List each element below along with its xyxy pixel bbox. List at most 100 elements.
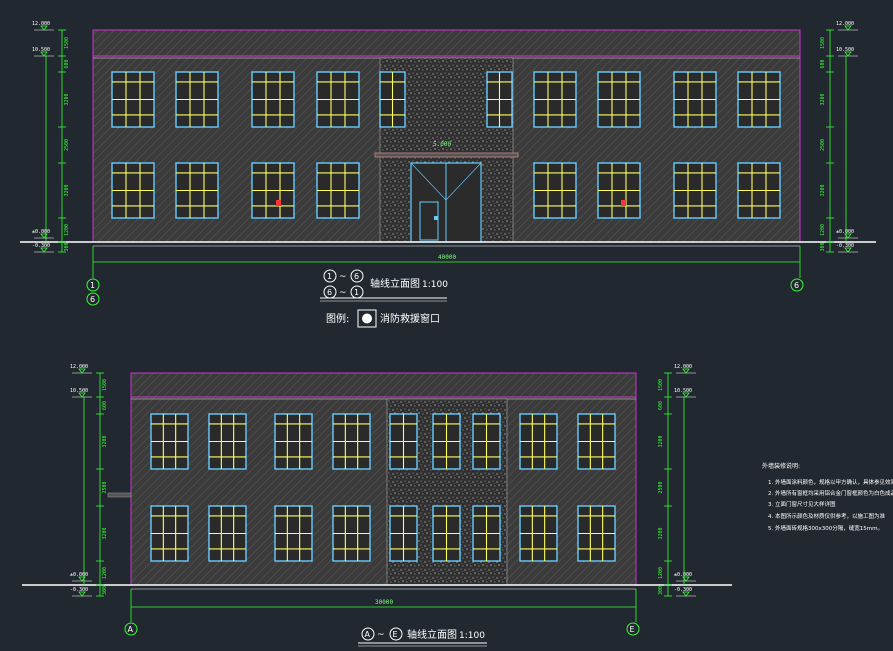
note-item: 4. 本图所示颜色及材质仅供参考，以施工图为准 (768, 512, 885, 520)
window (519, 505, 558, 562)
level-mark: 12.000 (32, 21, 50, 27)
parapet-band (130, 372, 637, 398)
dim-stack-left-2: 1500600320025003200120030012.00010.500±0… (70, 364, 108, 597)
dim-value: 2500 (820, 139, 826, 151)
window (150, 505, 189, 562)
level-mark: 12.000 (70, 364, 88, 370)
svg-text:~: ~ (339, 272, 347, 282)
drawing-title-2: A ~ E 轴线立面图 1:100 (358, 627, 487, 647)
dim-stack-left-1: 1500600320025003200120030012.00010.500±0… (32, 21, 70, 253)
level-mark: 10.500 (674, 388, 692, 394)
window (737, 71, 781, 128)
window (316, 162, 360, 219)
level-mark: -0.300 (32, 243, 50, 249)
wall-finish-notes: 外墙装修说明: 1. 外墙面涂料颜色，规格以甲方确认，具体参见效果图 2. 外墙… (762, 462, 893, 532)
dim-value: 3200 (820, 93, 826, 105)
axis-label-left-top: 1 (90, 281, 95, 290)
level-mark: -0.300 (836, 243, 854, 249)
window (379, 71, 406, 128)
dim-value: 3200 (658, 527, 664, 539)
dim-value: 600 (102, 401, 108, 410)
window (175, 162, 219, 219)
window (577, 505, 616, 562)
dim-value: 3200 (64, 184, 70, 196)
window (389, 413, 418, 470)
dim-value: 1500 (64, 37, 70, 49)
axis-label-left-bottom: 6 (90, 295, 95, 304)
window (332, 505, 371, 562)
dim-value: 600 (64, 59, 70, 68)
dim-value: 1500 (102, 379, 108, 391)
axis-label-right: 6 (794, 281, 799, 290)
svg-text:~: ~ (339, 288, 347, 298)
rescue-window-marker (276, 200, 281, 206)
window (150, 413, 189, 470)
dim-value: 300 (64, 242, 70, 251)
title-text: 轴线立面图 (370, 277, 420, 290)
elevation-2: 30000 A E A ~ E 轴线立面图 1:100 (22, 372, 732, 647)
window (208, 505, 247, 562)
svg-text:6: 6 (354, 272, 359, 281)
window (673, 162, 717, 219)
drawing-title-1: 1 ~ 6 6 ~ 1 轴线立面图 1:100 (320, 269, 448, 302)
level-mark: 10.500 (836, 47, 854, 53)
window (251, 162, 295, 219)
overall-dim-text: 40000 (438, 254, 456, 261)
window (597, 71, 641, 128)
window (175, 71, 219, 128)
window (472, 505, 501, 562)
window (332, 413, 371, 470)
window (472, 413, 501, 470)
scale-text: 1:100 (422, 280, 448, 290)
window-group-1 (111, 71, 781, 219)
window (316, 71, 360, 128)
main-wall (130, 396, 637, 586)
window (673, 71, 717, 128)
window (111, 162, 155, 219)
dim-value: 1500 (658, 379, 664, 391)
dim-value: 1200 (64, 224, 70, 236)
window (432, 505, 461, 562)
window (597, 162, 641, 219)
dim-value: 1500 (820, 37, 826, 49)
notes-title: 外墙装修说明: (762, 462, 800, 470)
window (389, 505, 418, 562)
dim-value: 3200 (658, 435, 664, 447)
window (274, 413, 313, 470)
svg-text:E: E (393, 630, 398, 639)
dim-value: 3200 (64, 93, 70, 105)
dim-stack-right-1: 1500600320025003200120030012.00010.500±0… (820, 21, 858, 253)
level-mark: -0.300 (674, 587, 692, 593)
door-level-text: 5.000 (433, 141, 451, 148)
window (432, 413, 461, 470)
level-mark: 12.000 (674, 364, 692, 370)
window (111, 71, 155, 128)
note-item: 2. 外墙所有窗框均采用铝合金门窗框颜色为白色成品 (768, 489, 893, 497)
level-mark: 12.000 (836, 21, 854, 27)
window (737, 162, 781, 219)
level-mark: 10.500 (70, 388, 88, 394)
dim-stack-right-2: 1500600320025003200120030012.00010.500±0… (658, 364, 696, 597)
svg-text:1: 1 (327, 272, 332, 281)
legend: 图例: 消防救援窗口 (326, 309, 440, 328)
svg-text:A: A (365, 630, 371, 639)
scale-text: 1:100 (459, 631, 485, 641)
title-text: 轴线立面图 (407, 628, 457, 641)
window (533, 71, 577, 128)
dim-value: 3200 (102, 435, 108, 447)
window (533, 162, 577, 219)
level-mark: ±0.000 (674, 572, 692, 578)
dim-value: 1200 (820, 224, 826, 236)
dim-value: 300 (102, 586, 108, 595)
level-mark: ±0.000 (836, 229, 854, 235)
dim-value: 1200 (658, 567, 664, 579)
level-mark: ±0.000 (70, 572, 88, 578)
window (208, 413, 247, 470)
dim-value: 3200 (102, 527, 108, 539)
axis-label-left: A (128, 625, 134, 634)
window (486, 71, 513, 128)
window (274, 505, 313, 562)
parapet-band (92, 29, 801, 57)
window-group-2 (150, 413, 616, 562)
